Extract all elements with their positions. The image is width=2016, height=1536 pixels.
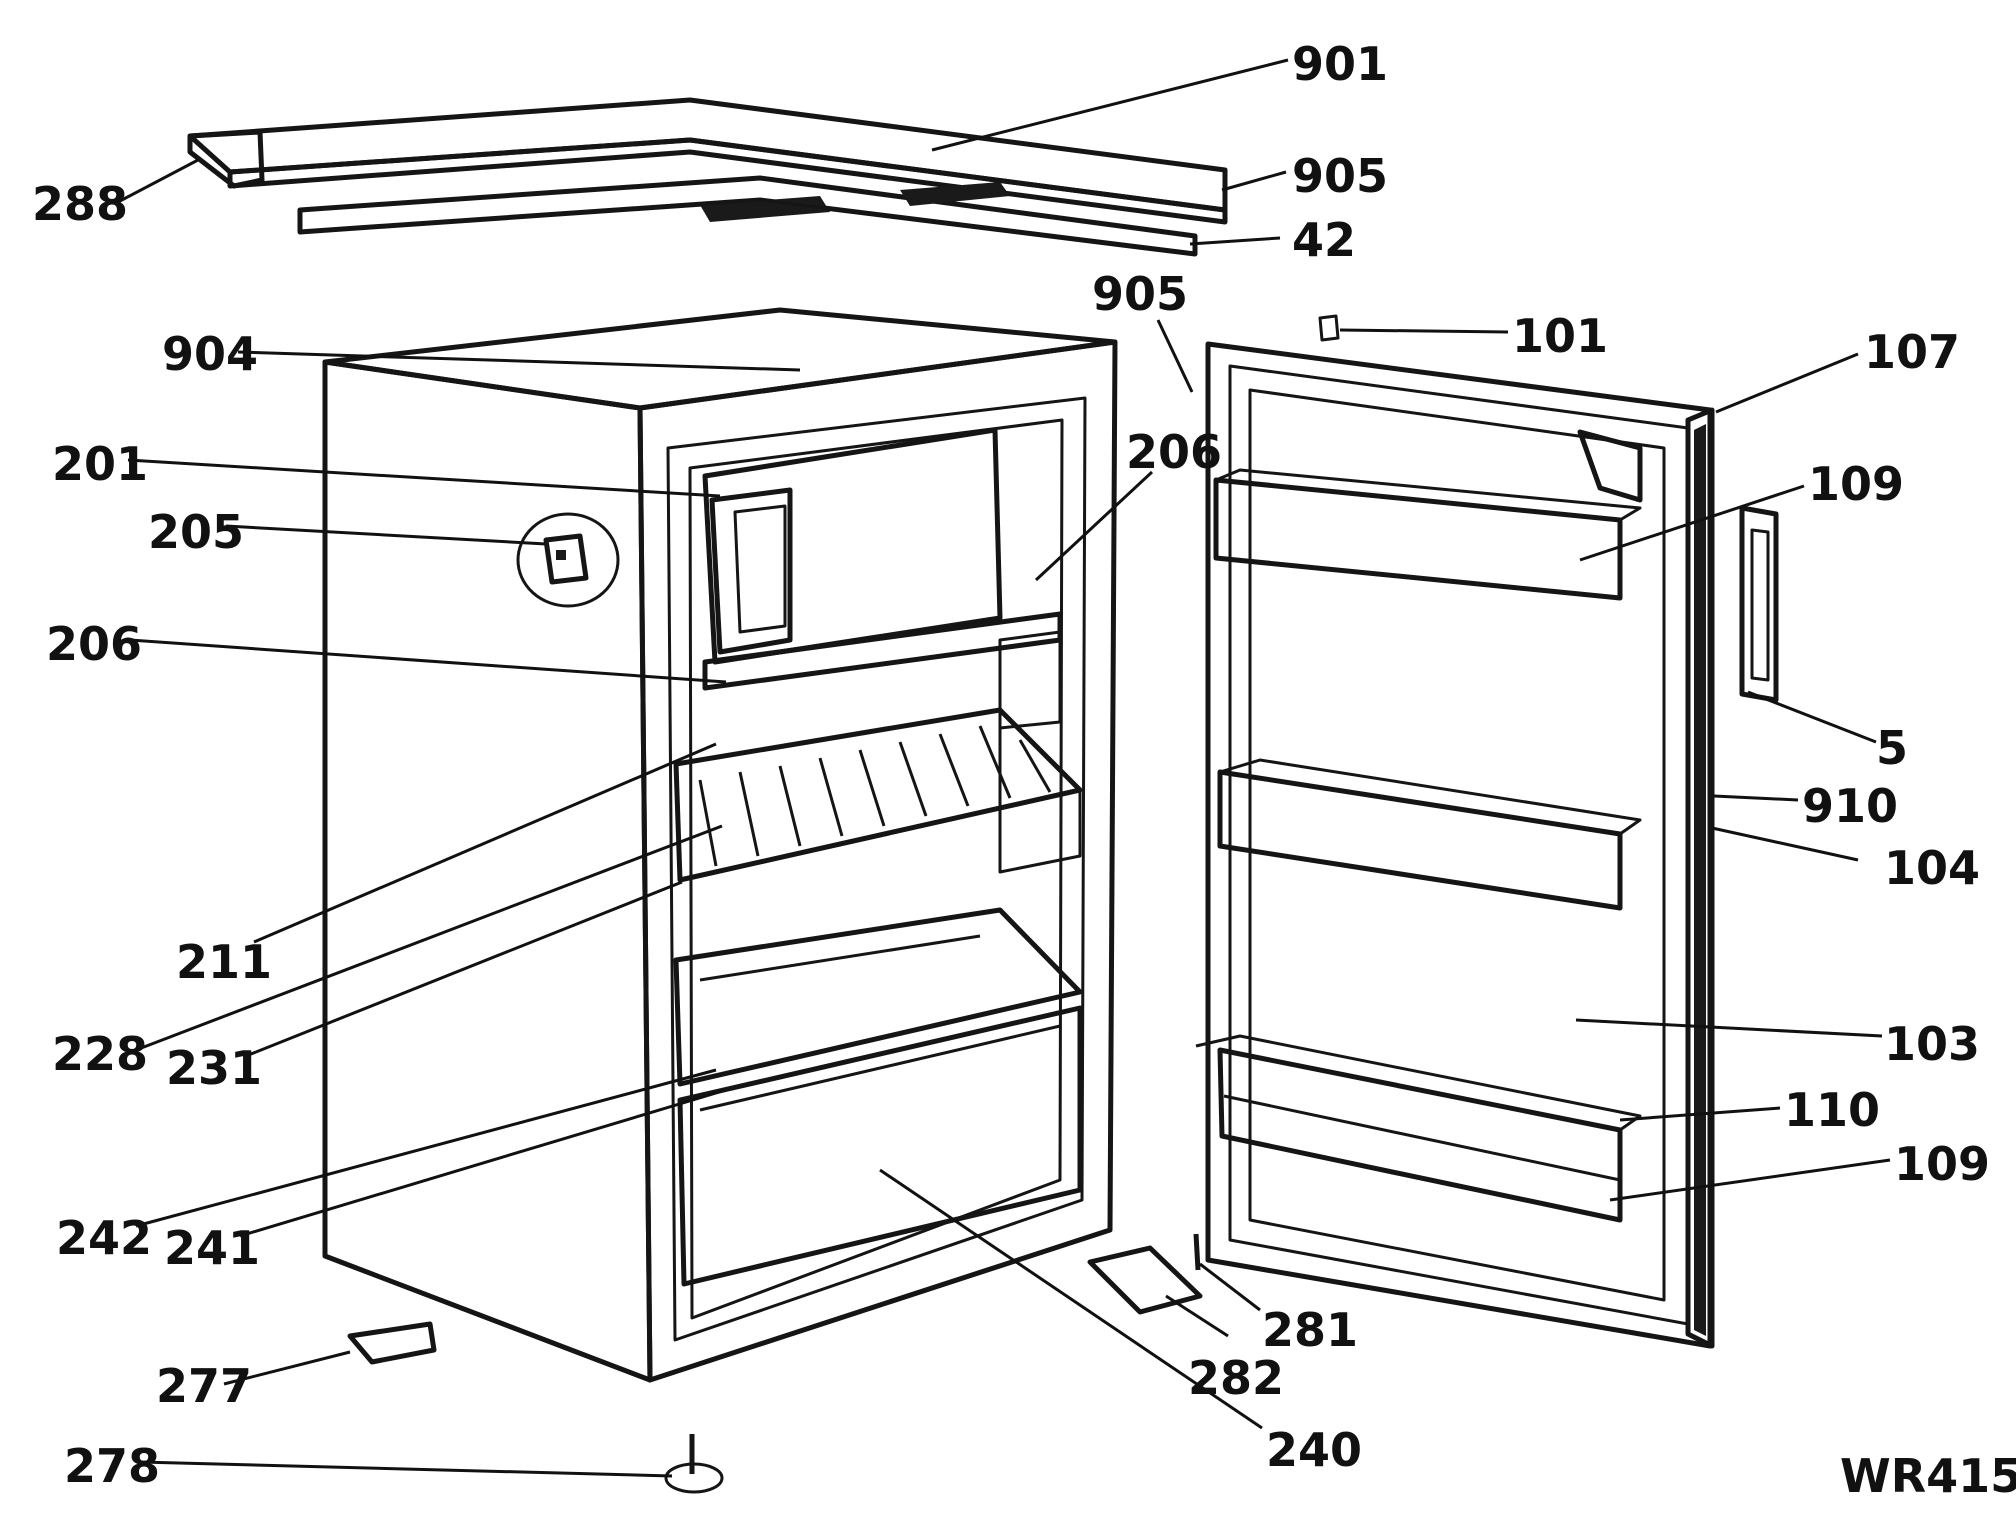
label-205: 205 (148, 505, 244, 559)
label-201: 201 (52, 437, 148, 491)
top-cover-assembly (187, 97, 1228, 257)
label-288: 288 (32, 177, 128, 231)
label-109a: 109 (1808, 457, 1904, 511)
label-107: 107 (1864, 325, 1960, 379)
label-5: 5 (1876, 721, 1908, 775)
label-42: 42 (1292, 213, 1356, 267)
door-handle-5 (1739, 505, 1779, 703)
hinge-205-detail (516, 512, 620, 608)
cabinet-body (322, 307, 1118, 1383)
label-211: 211 (176, 935, 272, 989)
label-277: 277 (156, 1359, 252, 1413)
label-282: 282 (1188, 1351, 1284, 1405)
label-278: 278 (64, 1439, 160, 1493)
foot-277 (347, 1321, 437, 1365)
label-904: 904 (162, 327, 258, 381)
label-101: 101 (1512, 309, 1608, 363)
leveling-foot-278 (664, 1434, 724, 1494)
label-905b: 905 (1092, 267, 1188, 321)
label-228: 228 (52, 1027, 148, 1081)
label-109b: 109 (1894, 1137, 1990, 1191)
label-231: 231 (166, 1041, 262, 1095)
label-240: 240 (1266, 1423, 1362, 1477)
label-910: 910 (1802, 779, 1898, 833)
label-103: 103 (1884, 1017, 1980, 1071)
shelf-grid-hatch (698, 725, 1052, 867)
label-104: 104 (1884, 841, 1980, 895)
door-assembly (1195, 341, 1715, 1349)
label-241: 241 (164, 1221, 260, 1275)
label-242: 242 (56, 1211, 152, 1265)
label-110: 110 (1784, 1083, 1880, 1137)
label-206b: 206 (46, 617, 142, 671)
part-labels: 901 288 905 42 905 101 107 904 201 206 2… (32, 37, 1990, 1493)
pin-281 (1193, 1233, 1201, 1271)
bracket-282 (1087, 1245, 1203, 1315)
drawing-code: WR4152 (1840, 1449, 2016, 1503)
label-901: 901 (1292, 37, 1388, 91)
label-281: 281 (1262, 1303, 1358, 1357)
label-905a: 905 (1292, 149, 1388, 203)
part-101 (1318, 314, 1340, 342)
label-206a: 206 (1126, 425, 1222, 479)
leader-lines (117, 58, 1891, 1478)
